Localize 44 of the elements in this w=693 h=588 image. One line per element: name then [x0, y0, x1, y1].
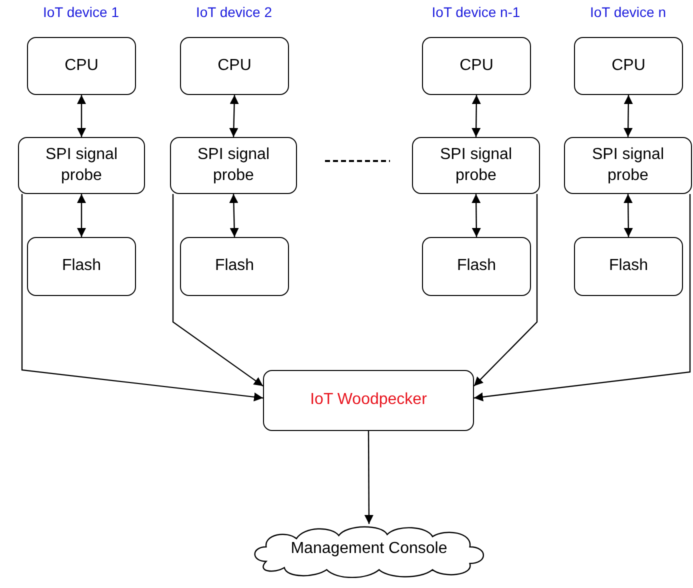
- process-box: [180, 37, 289, 95]
- node-label: IoT Woodpecker: [310, 390, 427, 410]
- node-label: Flash: [608, 256, 648, 276]
- node-label: SPI signal probe: [44, 144, 119, 186]
- node-label: SPI signal probe: [196, 144, 271, 186]
- arrow: [624, 95, 633, 137]
- process-box: [574, 237, 683, 296]
- process-box: [180, 237, 289, 296]
- node-label: Flash: [214, 256, 254, 276]
- device-heading: IoT device 2: [196, 4, 272, 20]
- arrow: [172, 194, 264, 386]
- node-label: Flash: [456, 256, 496, 276]
- process-box: [564, 137, 692, 194]
- process-box: [263, 370, 474, 431]
- node-label: Management Console: [290, 538, 448, 559]
- arrow: [364, 431, 374, 524]
- node-label: CPU: [612, 56, 646, 76]
- device-heading: IoT device n-1: [432, 4, 520, 20]
- arrow: [77, 95, 86, 137]
- device-heading: IoT device n: [590, 4, 666, 20]
- device-heading: IoT device 1: [43, 4, 119, 20]
- process-box: [18, 137, 145, 194]
- node-label: CPU: [218, 56, 252, 76]
- process-box: [170, 137, 297, 194]
- arrow: [229, 94, 239, 138]
- arrow: [472, 95, 481, 137]
- arrow: [624, 194, 633, 237]
- arrow: [472, 194, 481, 237]
- arrow: [229, 194, 239, 238]
- node-label: CPU: [460, 56, 494, 76]
- node-label: Flash: [62, 256, 102, 276]
- node-label: CPU: [64, 56, 98, 76]
- arrow: [474, 194, 691, 402]
- process-box: [27, 37, 136, 95]
- node-label: SPI signal probe: [590, 144, 666, 186]
- arrow: [474, 194, 538, 386]
- arrow: [21, 194, 264, 402]
- arrow: [77, 194, 86, 237]
- process-box: [422, 237, 531, 296]
- process-box: [574, 37, 683, 95]
- node-label: SPI signal probe: [438, 144, 514, 186]
- process-box: [422, 37, 531, 95]
- process-box: [27, 237, 136, 296]
- process-box: [412, 137, 540, 194]
